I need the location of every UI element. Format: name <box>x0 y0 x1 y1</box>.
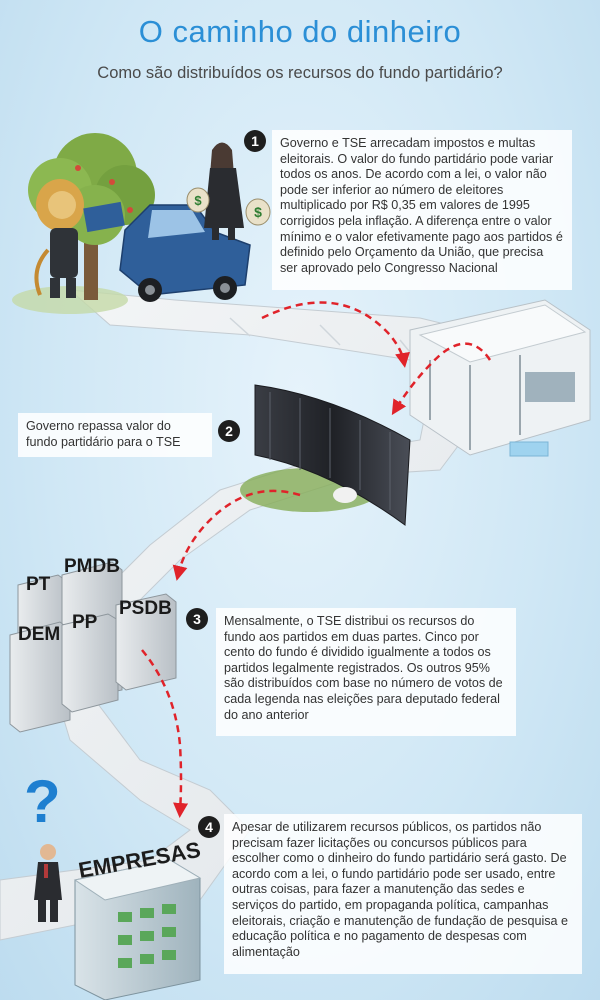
step-1-text: Governo e TSE arrecadam impostos e multa… <box>272 130 572 290</box>
person-icon <box>34 844 62 922</box>
money-bag-icon: $ <box>186 187 210 213</box>
building-icon <box>409 299 591 457</box>
party-building-psdb: PSDB <box>115 593 177 691</box>
step-4-badge: 4 <box>198 816 220 838</box>
svg-text:DEM: DEM <box>18 624 60 645</box>
svg-text:PP: PP <box>72 612 98 633</box>
page-subtitle: Como são distribuídos os recursos do fun… <box>97 64 503 82</box>
money-bag-symbol: $ <box>254 204 262 220</box>
step-2-text: Governo repassa valor do fundo partidári… <box>18 413 212 457</box>
money-bag-symbol: $ <box>194 193 202 208</box>
car-icon <box>83 201 251 302</box>
party-building-pp: PP <box>61 612 119 713</box>
flow-arrow <box>261 301 410 368</box>
money-bag-icon: $ <box>245 198 271 226</box>
flow-arrow <box>391 342 492 416</box>
page-title: O caminho do dinheiro <box>138 14 462 49</box>
svg-text:PSDB: PSDB <box>119 598 172 619</box>
companies-building: EMPRESAS <box>73 837 202 1000</box>
step-3-badge: 3 <box>186 608 208 630</box>
svg-text:PMDB: PMDB <box>64 556 120 577</box>
step-1-badge: 1 <box>244 130 266 152</box>
party-buildings: PT PMDB DEM PP PSDB <box>9 556 177 733</box>
building-icon <box>240 384 411 526</box>
svg-text:PT: PT <box>26 574 51 595</box>
party-building-dem: DEM <box>9 621 71 733</box>
flow-arrows <box>141 301 492 818</box>
step-2-badge: 2 <box>218 420 240 442</box>
question-mark-icon: ? <box>24 768 61 835</box>
flow-arrow <box>172 489 301 581</box>
person-icon <box>204 142 244 240</box>
step-4-text: Apesar de utilizarem recursos públicos, … <box>224 814 582 974</box>
flow-arrow <box>141 649 189 818</box>
step-3-text: Mensalmente, o TSE distribui os recursos… <box>216 608 516 736</box>
lion-icon <box>34 179 84 298</box>
